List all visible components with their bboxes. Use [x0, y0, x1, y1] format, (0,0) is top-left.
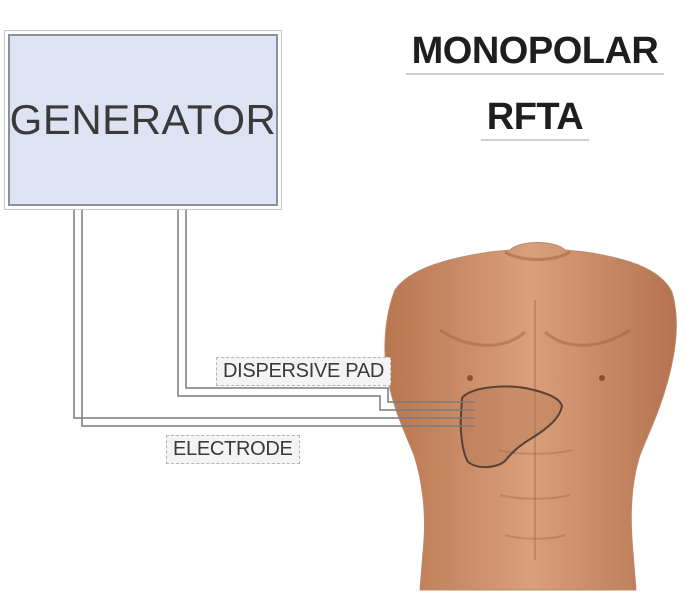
dispersive-pad-label: DISPERSIVE PAD — [216, 357, 391, 386]
title-text-rfta: RFTA — [481, 96, 590, 141]
title-line-1: MONOPOLAR — [400, 30, 670, 75]
title-text-monopolar: MONOPOLAR — [406, 30, 665, 75]
electrode-label: ELECTRODE — [166, 435, 300, 464]
generator-box: GENERATOR — [8, 34, 278, 206]
generator-label: GENERATOR — [10, 96, 277, 144]
title-line-2: RFTA — [400, 96, 670, 141]
